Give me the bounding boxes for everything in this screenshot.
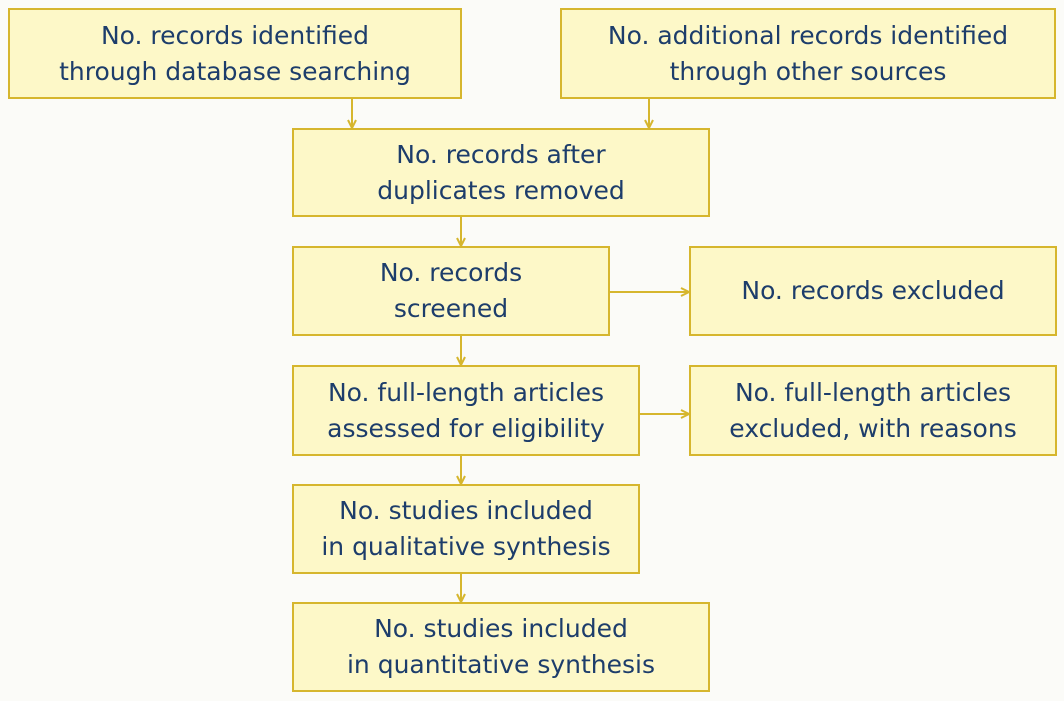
quantitative-synthesis-box: No. studies included in quantitative syn… (292, 602, 710, 692)
full-text-excluded-box: No. full-length articles excluded, with … (689, 365, 1057, 456)
box-line: No. records (379, 258, 523, 287)
records-excluded-box: No. records excluded (689, 246, 1057, 336)
box-line: No. records identified (100, 20, 370, 50)
box-line: No. full-length articles (734, 377, 1012, 407)
qualitative-synthesis-box: No. studies included in qualitative synt… (292, 484, 640, 574)
box-line: No. additional records identified (607, 20, 1009, 50)
box-line: No. records after (396, 139, 606, 169)
full-text-assessed-box: No. full-length articles assessed for el… (292, 365, 640, 456)
box-line: through other sources (669, 56, 947, 86)
box-line: in qualitative synthesis (321, 532, 611, 561)
box-line: excluded, with reasons (729, 413, 1017, 443)
duplicates-removed-box: No. records after duplicates removed (292, 128, 710, 217)
box-line: No. studies included (374, 614, 628, 643)
box-line: No. full-length articles (327, 377, 605, 407)
records-other-sources-box: No. additional records identified throug… (560, 8, 1056, 99)
box-line: assessed for eligibility (327, 413, 605, 443)
box-line: No. studies included (339, 496, 593, 525)
box-line: screened (393, 294, 509, 323)
box-line: No. records excluded (741, 276, 1005, 305)
records-screened-box: No. records screened (292, 246, 610, 336)
box-line: through database searching (59, 56, 411, 86)
box-line: duplicates removed (377, 175, 625, 205)
box-line: in quantitative synthesis (346, 650, 656, 679)
records-database-box: No. records identified through database … (8, 8, 462, 99)
